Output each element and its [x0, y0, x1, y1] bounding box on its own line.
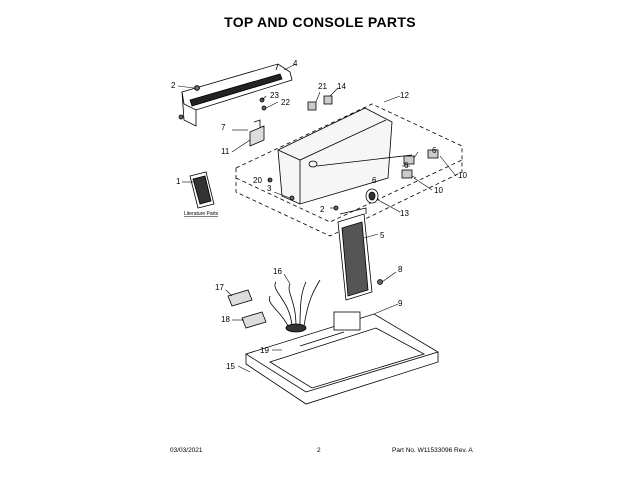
callout-6: 6	[404, 161, 409, 170]
callout-17: 17	[215, 283, 224, 292]
callout-20: 20	[253, 176, 262, 185]
literature-booklet	[189, 171, 215, 209]
callout-21: 21	[318, 82, 327, 91]
footer-page-number: 2	[317, 447, 321, 454]
clip-parts	[307, 95, 333, 111]
console-outline	[235, 103, 463, 237]
callout-9: 9	[398, 299, 403, 308]
page-title: TOP AND CONSOLE PARTS	[224, 14, 416, 30]
hinge-parts	[227, 289, 267, 329]
wire-harness-part	[268, 279, 321, 333]
callout-labels: 1 2 2 3 4 5 6 6 6 7 8 9 10 10 11 12 13 1…	[171, 59, 467, 371]
callout-13: 13	[400, 209, 409, 218]
callout-10: 10	[458, 171, 467, 180]
callout-2: 2	[320, 205, 325, 214]
callout-8: 8	[398, 265, 403, 274]
callout-5: 5	[380, 231, 385, 240]
callout-23: 23	[270, 91, 279, 100]
callout-14: 14	[337, 82, 346, 91]
callout-3: 3	[267, 184, 272, 193]
callout-6: 6	[372, 176, 377, 185]
callout-10: 10	[434, 186, 443, 195]
bracket-part	[249, 119, 265, 147]
callout-15: 15	[226, 362, 235, 371]
callout-2: 2	[171, 81, 176, 90]
footer-date: 03/03/2021	[170, 447, 203, 454]
callout-12: 12	[400, 91, 409, 100]
callout-18: 18	[221, 315, 230, 324]
leader-lines	[177, 63, 457, 373]
callout-11: 11	[221, 147, 230, 156]
callout-6: 6	[432, 146, 437, 155]
callout-4: 4	[293, 59, 298, 68]
switch-parts	[401, 149, 439, 179]
footer-part-number: Part No. W11533096 Rev. A	[392, 447, 473, 454]
callout-7: 7	[221, 123, 226, 132]
callout-16: 16	[273, 267, 282, 276]
callout-1: 1	[176, 177, 181, 186]
knob-part	[365, 188, 379, 204]
console-trim-part	[181, 63, 293, 127]
top-panel-part	[245, 311, 439, 405]
literature-parts-label: Literature Parts	[184, 211, 219, 217]
console-body-part	[277, 107, 413, 205]
callout-22: 22	[281, 98, 290, 107]
callout-19: 19	[260, 346, 269, 355]
duct-panel-part	[337, 207, 373, 301]
